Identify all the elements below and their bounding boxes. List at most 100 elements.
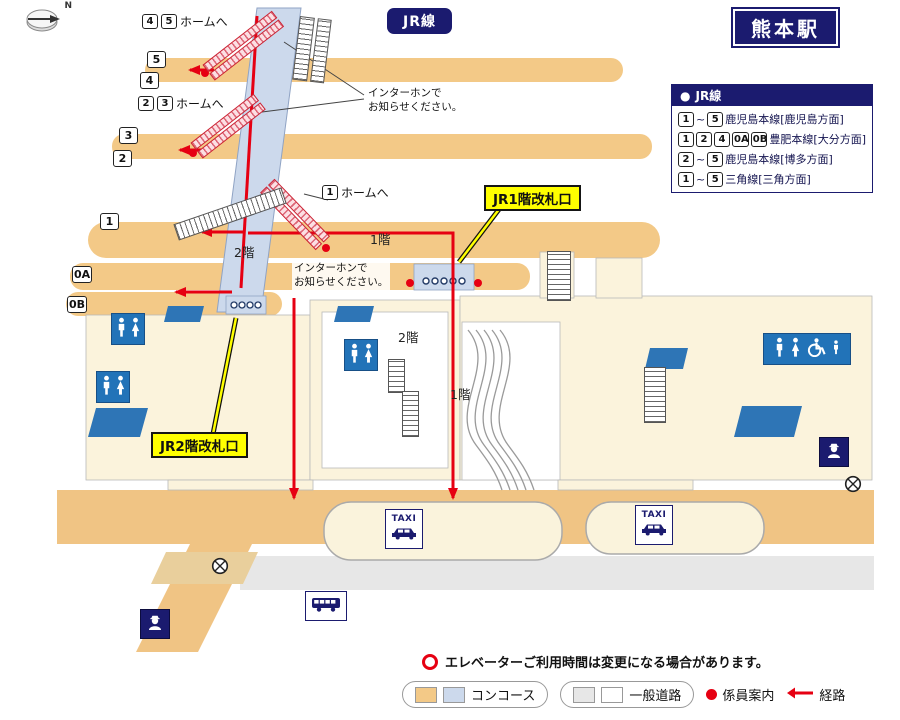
- gate-1f-label: JR1階改札口: [484, 185, 581, 211]
- bus-stop-sign: [305, 591, 347, 621]
- stairs-near-gate-1f: [547, 251, 571, 301]
- taxi-sign-2: TAXI: [635, 505, 673, 545]
- stairs-right-wing: [644, 367, 666, 423]
- entrances: [88, 306, 802, 437]
- floor-label-2f-platform: 2階: [234, 245, 255, 260]
- platform-5-badge: 5: [161, 14, 177, 29]
- taxi-sign-1: TAXI: [385, 509, 423, 549]
- concourse-tan-chip: [415, 686, 437, 703]
- ticket-gate-2f: [225, 295, 267, 315]
- taxi-loop-2: [585, 501, 765, 555]
- ticket-gate-1f: [413, 263, 475, 291]
- intercom-note-2: インターホンで お知らせください。: [292, 261, 391, 291]
- entrance-door: [645, 348, 688, 369]
- taxi-loop-1: [323, 501, 563, 561]
- platform-link-2-3: 2 3 ホームへ: [138, 95, 224, 112]
- jr-lines-legend-body: 1 ~ 5 鹿児島本線[鹿児島方面] 1 2 4 0A 0B 豊肥本線[大分方面…: [672, 106, 872, 192]
- bullet-icon: ●: [680, 88, 691, 103]
- man-icon: [774, 337, 785, 362]
- child-icon: [832, 339, 840, 359]
- legend-concourse: コンコース: [402, 681, 549, 708]
- woman-icon: [363, 343, 374, 368]
- platform-link-text: ホームへ: [180, 15, 228, 29]
- platform-link-4-5: 4 5 ホームへ: [142, 13, 228, 30]
- station-attendant-icon: [145, 612, 165, 636]
- platform-number-4: 4: [140, 72, 159, 89]
- floor-label-1f-building: 1階: [450, 387, 471, 402]
- restroom-sign-1: [111, 313, 145, 345]
- taxi-sign-text: TAXI: [391, 514, 417, 524]
- route-arrow-icon: [786, 687, 814, 703]
- compass-icon: N: [22, 1, 72, 34]
- platform-link-text: ホームへ: [176, 97, 224, 111]
- road-white-chip: [601, 686, 624, 703]
- legend-route: 経路: [786, 685, 845, 704]
- restroom-sign-2: [96, 371, 130, 403]
- floor-label-1f-platform: 1階: [370, 232, 391, 247]
- floor-label-2f-building: 2階: [398, 330, 419, 345]
- entrance-door: [734, 406, 802, 437]
- elevator-note-text: エレベーターご利用時間は変更になる場合があります。: [445, 656, 769, 671]
- compass-n-label: N: [64, 1, 72, 11]
- taxi-icon: [641, 521, 667, 540]
- roads: [57, 490, 874, 652]
- jr-lines-legend: ● JR線 1 ~ 5 鹿児島本線[鹿児島方面] 1 2 4 0A 0B 豊肥本…: [671, 84, 873, 193]
- no-entry-icon-2: [211, 557, 229, 579]
- accessible-restroom-sign: [763, 333, 851, 365]
- entrance-door: [88, 408, 148, 437]
- map-legend: コンコース 一般道路 係員案内 経路: [402, 681, 845, 708]
- platform-number-0a: 0A: [72, 266, 93, 283]
- platform-1-badge: 1: [322, 185, 338, 200]
- station-attendant-icon: [824, 440, 844, 464]
- intercom-note-1: インターホンで お知らせください。: [366, 86, 465, 116]
- man-icon: [116, 317, 127, 342]
- bus-icon: [311, 596, 341, 617]
- legend-road: 一般道路: [560, 681, 695, 708]
- line-row-kagoshima-hakata: 2 ~ 5 鹿児島本線[博多方面]: [678, 151, 866, 167]
- restroom-sign-3: [344, 339, 378, 371]
- jr-line-badge: JR線: [387, 8, 452, 34]
- platform-2-badge: 2: [138, 96, 154, 111]
- platform-number-0b: 0B: [67, 296, 88, 313]
- elevator-note: エレベーターご利用時間は変更になる場合があります。: [422, 652, 769, 671]
- line-row-hohi: 1 2 4 0A 0B 豊肥本線[大分方面]: [678, 131, 866, 147]
- platform-4-badge: 4: [142, 14, 158, 29]
- gate-callout-pointers: [210, 206, 502, 435]
- platform-link-1: 1 ホームへ: [322, 184, 389, 201]
- jr-lines-legend-title: JR線: [695, 89, 722, 103]
- man-icon: [101, 375, 112, 400]
- station-title-text: 熊本駅: [733, 9, 838, 46]
- platform-3-badge: 3: [157, 96, 173, 111]
- platform-number-2: 2: [113, 150, 132, 167]
- gate-2f-label: JR2階改札口: [151, 432, 248, 458]
- platform-number-5: 5: [147, 51, 166, 68]
- concourse-blue-chip: [443, 686, 465, 703]
- curved-ramp: [466, 329, 535, 491]
- platform-number-1: 1: [100, 213, 119, 230]
- line-row-misumi: 1 ~ 5 三角線[三角方面]: [678, 171, 866, 187]
- platform-link-text: ホームへ: [341, 186, 389, 200]
- taxi-sign-text: TAXI: [641, 510, 667, 520]
- legend-staff: 係員案内: [706, 685, 774, 704]
- staff-office-1: [819, 437, 849, 467]
- stairs-atrium-upper: [388, 359, 405, 393]
- stairs-atrium-lower: [402, 391, 419, 437]
- woman-icon: [115, 375, 126, 400]
- woman-icon: [130, 317, 141, 342]
- taxi-icon: [391, 525, 417, 544]
- station-title: 熊本駅: [731, 7, 840, 48]
- entrance-door: [164, 306, 204, 322]
- staff-dot-icon: [706, 689, 718, 700]
- man-icon: [349, 343, 360, 368]
- staff-office-2: [140, 609, 170, 639]
- platform-number-3: 3: [119, 127, 138, 144]
- wheelchair-icon: [806, 337, 827, 362]
- woman-icon: [790, 337, 801, 362]
- jr-lines-legend-header: ● JR線: [672, 85, 872, 106]
- road-gray-chip: [573, 686, 596, 703]
- entrance-door: [334, 306, 374, 322]
- elevator-ring-icon: [422, 653, 438, 670]
- no-entry-icon-1: [844, 475, 862, 497]
